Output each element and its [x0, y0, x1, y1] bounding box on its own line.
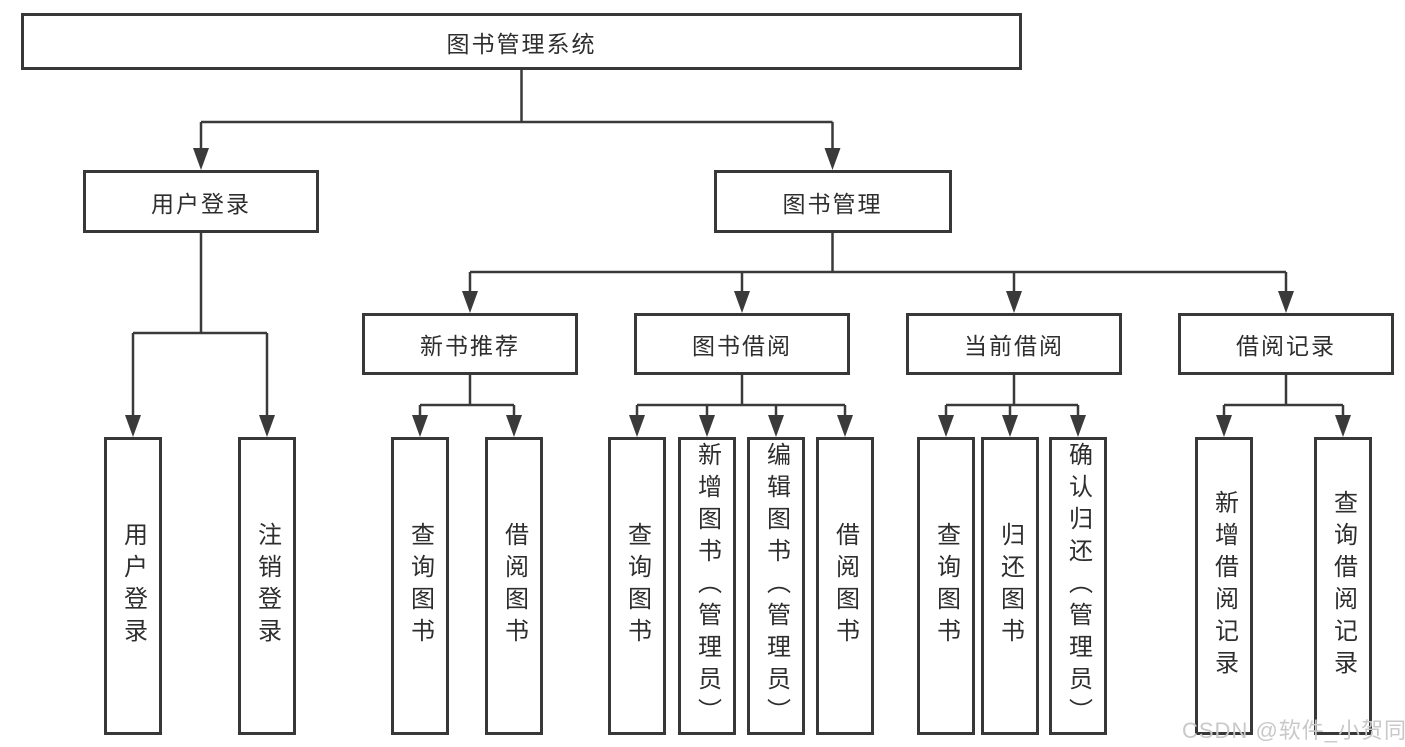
leaf-add-books-admin: 新增图书（管理员）	[678, 437, 736, 735]
leaf-edit-books-admin: 编辑图书（管理员）	[747, 437, 805, 735]
leaf-query-books-3: 查询图书	[917, 437, 975, 735]
node-book-management-branch: 图书管理	[713, 170, 952, 233]
node-root-system: 图书管理系统	[21, 13, 1022, 70]
leaf-query-borrow-record: 查询借阅记录	[1314, 437, 1372, 735]
leaf-add-borrow-record: 新增借阅记录	[1195, 437, 1253, 735]
leaf-return-books: 归还图书	[981, 437, 1039, 735]
leaf-query-books-2: 查询图书	[608, 437, 666, 735]
leaf-logout: 注销登录	[238, 437, 296, 735]
leaf-borrow-books-1: 借阅图书	[485, 437, 543, 735]
node-book-borrow: 图书借阅	[634, 313, 850, 375]
leaf-user-login: 用户登录	[104, 437, 162, 735]
leaf-borrow-books-2: 借阅图书	[816, 437, 874, 735]
node-borrow-records: 借阅记录	[1178, 313, 1394, 375]
node-new-book-recommend: 新书推荐	[362, 313, 578, 375]
csdn-watermark: CSDN @软件_小贺同学	[1182, 718, 1405, 743]
leaf-query-books-1: 查询图书	[391, 437, 449, 735]
leaf-confirm-return-admin: 确认归还（管理员）	[1049, 437, 1107, 735]
node-current-borrow: 当前借阅	[906, 313, 1122, 375]
node-user-login-branch: 用户登录	[83, 170, 319, 233]
